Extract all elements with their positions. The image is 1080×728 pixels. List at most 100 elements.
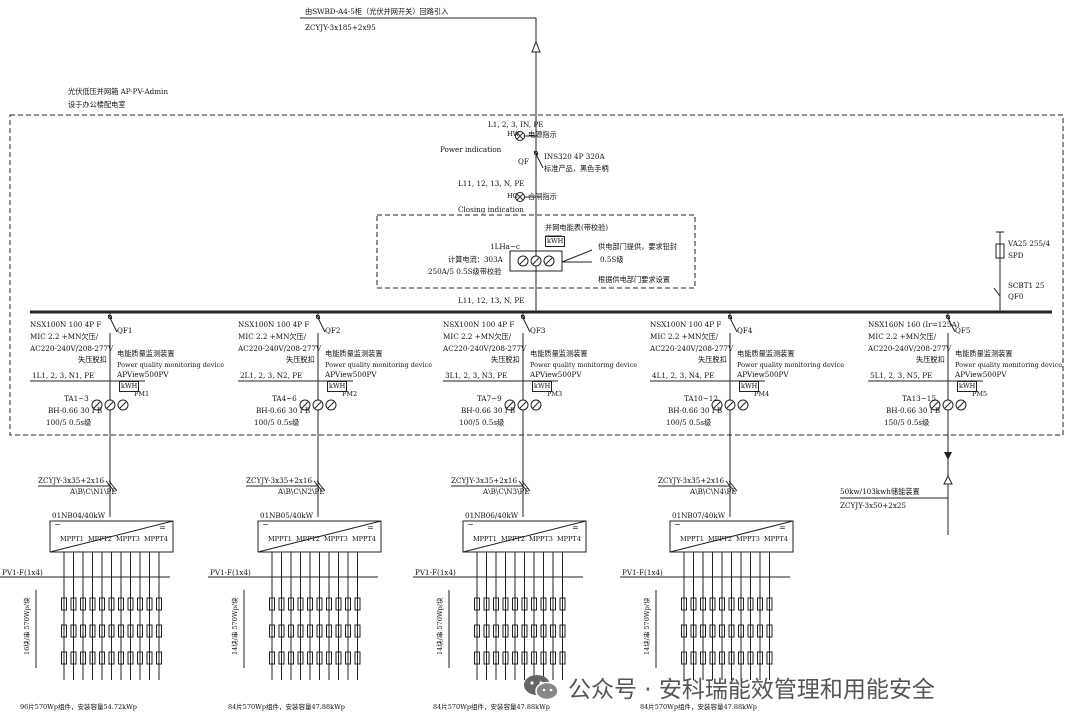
- feeder-ct-ratio: 100/5 0.5s级: [459, 418, 505, 427]
- inverter-name: 01NB06/40kW: [465, 511, 519, 520]
- inverter-ac-symbol: ~: [467, 520, 474, 529]
- cable-mark: [313, 480, 323, 492]
- pv-module-icon: [99, 597, 105, 611]
- feeder-pm-tag: PM1: [134, 390, 150, 398]
- feeder-ct-ct-arrow: [931, 401, 939, 409]
- pv-module-icon: [335, 597, 342, 611]
- feeder-cable-cores: A\B\C\N2\PE: [278, 487, 325, 496]
- pv-module-icon: [719, 624, 725, 638]
- pv-module-icon: [690, 624, 697, 638]
- feeder-ct-ct-arrow: [739, 401, 747, 409]
- feeder-cable-spec: ZCYJY-3x35+2x16: [246, 476, 313, 485]
- metering-ct-box: [509, 250, 563, 272]
- power-indicator-lamp-icon-cross: [516, 132, 524, 140]
- breaker-mic: MIC 2.2 +MN欠压/: [30, 332, 99, 341]
- closing-indication-en: Closing indication: [458, 205, 524, 214]
- qf0-spec: SCBT1 25: [1008, 281, 1045, 290]
- pv-capacity-note: 84片570Wp组件，安装容量47.88kWp: [433, 703, 550, 711]
- pv-module-icon: [316, 651, 323, 665]
- pq-device-model: APView500PV: [955, 370, 1007, 379]
- pv-module-icon: [747, 597, 754, 611]
- mppt4-label: MPPT4: [557, 535, 581, 543]
- mppt3-label: MPPT3: [529, 535, 553, 543]
- feeder-breaker-blade: [729, 317, 738, 333]
- spd-tag: SPD: [1008, 251, 1024, 260]
- inverter-dc-symbol: =: [367, 523, 374, 532]
- feeder-cable-spec: ZCYJY-3x35+2x16: [451, 476, 518, 485]
- pv-module-icon: [474, 597, 480, 611]
- pv-module-icon: [269, 651, 275, 665]
- inverter-diagonal: [462, 520, 587, 553]
- pv-module-icon: [345, 651, 351, 665]
- feeder-breaker-blade: [947, 317, 956, 333]
- pv-module-icon: [681, 624, 687, 638]
- pv-module-icon: [700, 624, 706, 638]
- feeder-ct-ct-arrow: [327, 401, 335, 409]
- mppt3-label: MPPT3: [324, 535, 348, 543]
- pq-device-cn: 电能质量监测装置: [955, 349, 1013, 358]
- feeder-cable-cores: A\B\C\N4\PE: [690, 487, 737, 496]
- inverter-dc-symbol: =: [779, 523, 786, 532]
- pv-module-icon: [108, 651, 115, 665]
- pv-module-icon: [681, 597, 687, 611]
- feeder-ct-ct-arrow: [944, 401, 952, 409]
- pv-module-icon: [99, 651, 105, 665]
- pv-module-icon: [89, 597, 96, 611]
- feeder-ct-spec: BH-0.66 30 I B: [668, 406, 723, 415]
- mppt2-label: MPPT2: [708, 535, 732, 543]
- pv-module-icon: [89, 624, 96, 638]
- breaker-undervoltage: 失压脱扣: [78, 355, 107, 364]
- pv-module-icon: [719, 597, 725, 611]
- feeder-kwh-meter: kWH: [119, 381, 140, 392]
- source-line-1: 由SWBD-A4-5柜（光伏并网开关）回路引入: [305, 7, 449, 16]
- spd-icon: [995, 243, 1005, 259]
- breaker-voltage: AC220-240V/208-277V: [443, 344, 527, 353]
- pv-module-icon: [719, 651, 725, 665]
- feeder-phase: 5L1, 2, 3, N5, PE: [870, 371, 933, 380]
- pv-module-icon: [700, 651, 706, 665]
- pq-device-model: APView500PV: [737, 370, 789, 379]
- cable-mark: [725, 480, 735, 492]
- pv-module-icon: [757, 597, 763, 611]
- pv-module-icon: [89, 651, 96, 665]
- mppt4-label: MPPT4: [764, 535, 788, 543]
- storage-arrow-up-icon: [943, 474, 953, 485]
- mppt1-label: MPPT1: [268, 535, 292, 543]
- pv-module-icon: [559, 624, 566, 638]
- inverter-ac-symbol: ~: [674, 520, 681, 529]
- ct-spec: 250A/5 0.5S级带校验: [428, 267, 502, 276]
- main-ct-ct-arrow: [519, 257, 527, 265]
- feeder-phase: 4L1, 2, 3, N4, PE: [652, 371, 715, 380]
- mppt2-label: MPPT2: [88, 535, 112, 543]
- pv-module-icon: [474, 651, 480, 665]
- pv-module-icon: [512, 597, 518, 611]
- pv-module-icon: [709, 624, 716, 638]
- breaker-undervoltage: 失压脱扣: [491, 355, 520, 364]
- feeder-ct-ct-arrow: [713, 401, 721, 409]
- pv-module-icon: [681, 651, 687, 665]
- pv-module-icon: [738, 597, 744, 611]
- feeder-breaker-mark: [520, 314, 526, 320]
- mppt1-label: MPPT1: [680, 535, 704, 543]
- pv-module-icon: [766, 597, 773, 611]
- feeder-ct-ratio: 150/5 0.5s级: [884, 418, 930, 427]
- storage-device: 50kw/103kwh储能装置: [840, 487, 920, 496]
- string-note: 14块/串 570Wp/块: [436, 597, 444, 655]
- hw-tag: HW: [507, 130, 520, 138]
- feeder-ct-ratio: 100/5 0.5s级: [46, 418, 92, 427]
- breaker-mic: MIC 2.2 +MN欠压/: [650, 332, 719, 341]
- pv-module-icon: [70, 624, 77, 638]
- pv-module-icon: [80, 597, 86, 611]
- feeder-qf-tag: QF1: [117, 326, 133, 335]
- pv-module-icon: [531, 651, 537, 665]
- pq-device-en: Power quality monitoring device: [117, 361, 225, 369]
- feeder-breaker-mark: [727, 314, 733, 320]
- feeder-cable-cores: A\B\C\N1\PE: [70, 487, 117, 496]
- qf0-blade: [993, 287, 1001, 297]
- feeder-ct-ct-arrow: [519, 401, 527, 409]
- pq-device-cn: 电能质量监测装置: [325, 349, 383, 358]
- pv-module-icon: [156, 624, 162, 638]
- pv-cable-spec: PV1-F(1x4): [622, 568, 663, 577]
- cabinet-boundary: [9, 114, 1064, 436]
- breaker-model: NSX100N 100 4P F: [30, 320, 102, 329]
